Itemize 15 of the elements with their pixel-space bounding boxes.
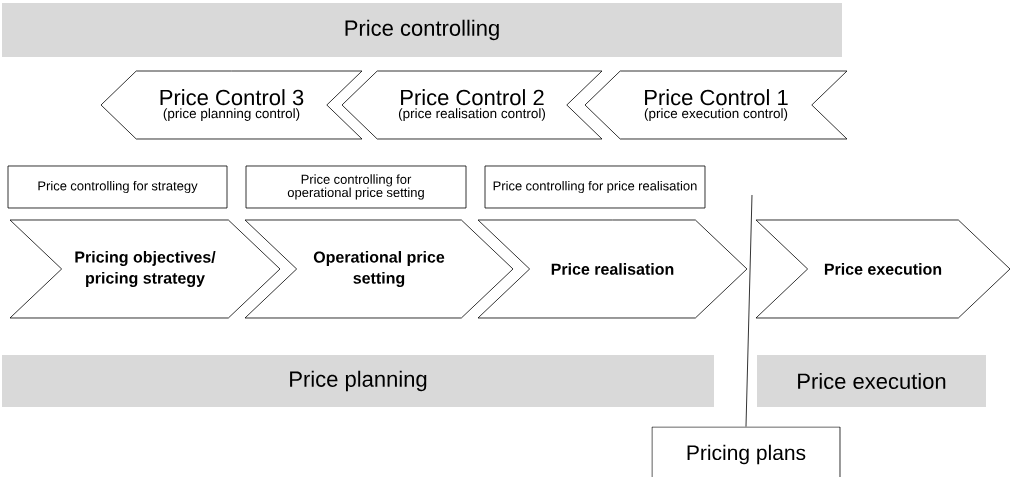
control-step: Price Control 1 (price execution control) xyxy=(584,70,848,140)
text-box: Price controlling for strategy xyxy=(7,165,228,209)
control-step: Price Control 2 (price realisation control) xyxy=(341,70,603,140)
text-box: Price controlling for price realisation xyxy=(484,165,706,209)
text-box: Price controlling for operational price setting xyxy=(245,165,467,209)
divider-line xyxy=(745,194,753,427)
stage-band: Price controlling xyxy=(2,3,842,57)
stage-band: Price planning xyxy=(2,355,714,407)
stage-band: Price execution xyxy=(757,355,986,407)
process-step: Price realisation xyxy=(477,219,748,319)
process-step: Price execution xyxy=(755,219,1011,319)
process-step: Operational price setting xyxy=(244,219,514,319)
control-step: Price Control 3 (price planning control) xyxy=(100,70,363,140)
text-box: Pricing plans xyxy=(651,426,841,477)
process-step: Pricing objectives/ pricing strategy xyxy=(9,219,281,319)
